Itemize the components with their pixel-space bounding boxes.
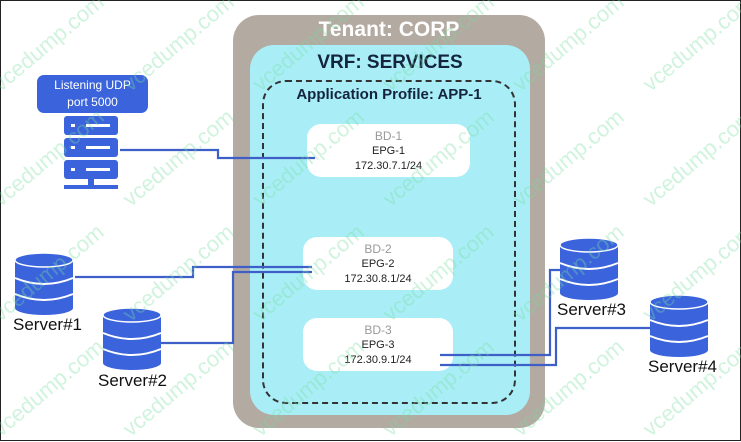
subnet: 172.30.9.1/24 [344, 354, 412, 366]
link-epg3-server3 [440, 268, 565, 357]
vrf-title: VRF: SERVICES [317, 52, 463, 73]
link-server1-epg2 [75, 265, 312, 279]
epg-name: EPG-2 [361, 258, 395, 270]
bd-3-box: BD-3 EPG-3 172.30.9.1/24 [303, 318, 453, 371]
database-server-icon [14, 252, 74, 315]
epg-name: EPG-3 [361, 339, 395, 351]
epg-name: EPG-1 [371, 145, 405, 157]
bd-name: BD-2 [364, 242, 392, 256]
listener-label-line2: port 5000 [67, 95, 118, 109]
bd-2-box: BD-2 EPG-2 172.30.8.1/24 [303, 237, 453, 290]
database-server-icon [102, 307, 162, 370]
server-1-label: Server#1 [13, 315, 82, 334]
server-3-label: Server#3 [557, 300, 626, 319]
app-profile-title: Application Profile: APP-1 [296, 86, 482, 103]
database-server-icon [559, 237, 619, 300]
subnet: 172.30.8.1/24 [344, 273, 412, 285]
database-server-icon [649, 294, 709, 357]
link-epg3-server4 [440, 326, 655, 367]
link-server2-epg2 [114, 270, 312, 345]
bd-name: BD-3 [364, 323, 392, 337]
bd-1-box: BD-1 EPG-1 172.30.7.1/24 [307, 124, 470, 177]
bd-name: BD-1 [374, 129, 403, 143]
tenant-title: Tenant: CORP [318, 18, 460, 41]
rack-server-icon [64, 116, 118, 189]
listener-label: Listening UDP port 5000 [37, 75, 148, 113]
link-listener-epg1 [120, 148, 315, 160]
server-2-label: Server#2 [98, 371, 167, 390]
listener-label-line1: Listening UDP [54, 78, 131, 92]
app-profile-container [262, 80, 516, 404]
server-4-label: Server#4 [648, 357, 717, 376]
subnet: 172.30.7.1/24 [354, 160, 423, 172]
